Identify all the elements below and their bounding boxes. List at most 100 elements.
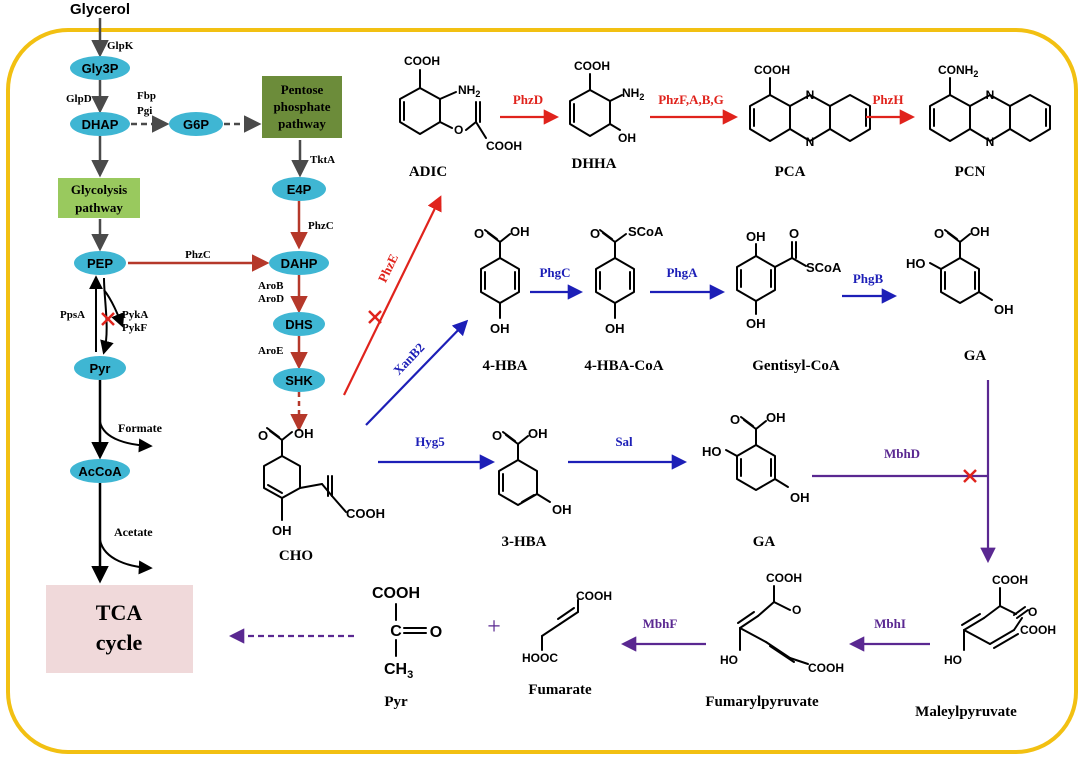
arrow-formate [99, 421, 153, 453]
node-g6p [169, 112, 223, 136]
ga-mid-o: O [730, 412, 740, 427]
enzyme-ppsa: PpsA [60, 309, 85, 321]
pyr-ch3-sub: 3 [407, 669, 413, 681]
enzyme-phzc-1: PhzC [308, 220, 334, 232]
glycerol-label: Glycerol [70, 1, 130, 18]
fumaryl-cooh-right: COOH [808, 661, 844, 675]
enzyme-phze: PhzE [375, 251, 401, 284]
enzyme-glpk: GlpK [107, 40, 134, 52]
node-g6p-label: G6P [183, 117, 209, 132]
compound-4hba: 4-HBA [483, 358, 528, 374]
compound-cho: CHO [279, 548, 313, 564]
enzyme-pyka: PykA [122, 309, 148, 321]
structure-adic [399, 69, 487, 139]
box-tca-line2: cycle [96, 630, 143, 655]
box-glycolysis [58, 178, 140, 218]
pyr-c: C [390, 623, 402, 640]
hba4coa-oh: OH [605, 321, 625, 336]
maleyl-ho: HO [944, 653, 962, 667]
box-pentose-phosphate [262, 76, 342, 138]
ga-mid-ho: HO [702, 444, 722, 459]
compound-fumarate: Fumarate [528, 682, 592, 698]
node-shk [273, 368, 325, 392]
compound-ga-top: GA [964, 348, 987, 364]
structure-pca [749, 77, 871, 142]
compound-3hba: 3-HBA [502, 534, 547, 550]
structure-pyruvate [395, 603, 427, 657]
gentisyl-oh-top: OH [746, 229, 766, 244]
hba3-o: O [492, 428, 502, 443]
enzyme-phzh: PhzH [872, 92, 903, 107]
dhha-cooh: COOH [574, 59, 610, 73]
enzyme-phgb: PhgB [853, 271, 884, 286]
enzyme-phzd: PhzD [513, 92, 543, 107]
pyr-cooh: COOH [372, 585, 420, 602]
enzyme-arob: AroB [258, 280, 284, 292]
box-pentose-line3: pathway [278, 116, 326, 131]
node-gly3p-label: Gly3P [82, 61, 119, 76]
pca-n-top: N [806, 88, 815, 102]
structure-3hba [498, 431, 551, 506]
node-pep [74, 251, 126, 275]
enzyme-phgc: PhgC [539, 265, 570, 280]
box-glycolysis-line1: Glycolysis [71, 182, 127, 197]
adic-o: O [454, 123, 463, 137]
fumaryl-cooh-top: COOH [766, 571, 802, 585]
fumaryl-o: O [792, 603, 801, 617]
node-pep-label: PEP [87, 256, 113, 271]
structure-fumarate [541, 599, 579, 651]
node-pyr [74, 356, 126, 380]
knockout-phze-icon [368, 310, 382, 324]
hba4coa-scoa: SCoA [628, 224, 664, 239]
enzyme-hyg5: Hyg5 [415, 434, 445, 449]
knockout-pyk-icon [101, 312, 115, 326]
dhha-nh2-main: NH [622, 86, 639, 100]
maleyl-cooh-top: COOH [992, 573, 1028, 587]
adic-nh2: NH2 [458, 83, 480, 99]
node-dahp [269, 251, 329, 275]
hba4-oh-bottom: OH [490, 321, 510, 336]
dhha-oh: OH [618, 131, 636, 145]
gentisyl-o: O [789, 226, 799, 241]
arrow-cho-4hba [365, 319, 469, 426]
ga-mid-oh-acid: OH [766, 410, 786, 425]
enzyme-pgi: Pgi [137, 105, 152, 117]
pcn-n-top: N [986, 88, 995, 102]
structure-maleylpyruvate [961, 587, 1029, 651]
enzyme-fbp: Fbp [137, 90, 156, 102]
box-glycolysis-line2: pathway [75, 200, 123, 215]
enzyme-mbhi: MbhI [874, 616, 906, 631]
compound-pca: PCA [775, 164, 806, 180]
enzyme-sal: Sal [615, 434, 633, 449]
pcn-conh2-sub: 2 [973, 69, 978, 79]
node-dhs-label: DHS [285, 317, 313, 332]
pcn-conh2-main: CONH [938, 63, 973, 77]
hba3-oh: OH [552, 502, 572, 517]
node-pyr-label: Pyr [90, 361, 111, 376]
compound-pyr-out: Pyr [384, 694, 408, 710]
structure-4hba [480, 229, 520, 319]
ga-top-ho: HO [906, 256, 926, 271]
dhha-nh2: NH2 [622, 86, 644, 102]
structure-cho [263, 427, 347, 521]
structure-dhha [569, 73, 623, 137]
enzyme-mbhf: MbhF [643, 616, 678, 631]
compound-ga-mid: GA [753, 534, 776, 550]
fumarate-hooc: HOOC [522, 651, 558, 665]
node-acoa [70, 459, 130, 483]
fumaryl-ho: HO [720, 653, 738, 667]
box-pentose-line2: phosphate [273, 99, 330, 114]
node-e4p [272, 177, 326, 201]
structure-fumarylpyruvate [737, 585, 809, 665]
enzyme-phzfabg: PhzF,A,B,G [658, 92, 724, 107]
node-dahp-label: DAHP [281, 256, 318, 271]
enzyme-arod: AroD [258, 293, 284, 305]
adic-cooh-2: COOH [486, 139, 522, 153]
structure-4hbacoa [595, 229, 635, 319]
node-dhap [70, 112, 130, 136]
hba4coa-o: O [590, 226, 600, 241]
cell-boundary [6, 28, 1078, 754]
pyr-ch3-main: CH [384, 661, 407, 678]
node-gly3p [70, 56, 130, 80]
box-tca-line1: TCA [96, 600, 143, 625]
